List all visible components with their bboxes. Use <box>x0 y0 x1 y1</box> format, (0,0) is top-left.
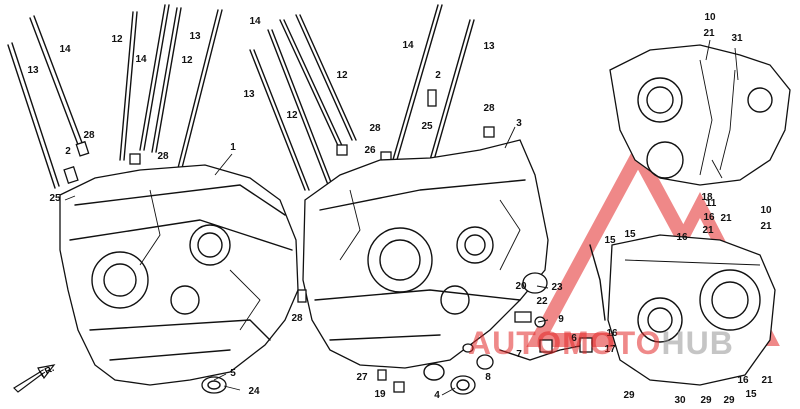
callout-20: 20 <box>515 281 527 292</box>
callout-21: 21 <box>720 213 732 224</box>
callout-11: 11 <box>705 198 717 209</box>
callout-5: 5 <box>230 368 236 379</box>
front-direction-arrow <box>13 364 56 393</box>
callout-19: 19 <box>374 389 386 400</box>
callout-14: 14 <box>402 40 414 51</box>
callout-15: 15 <box>604 235 616 246</box>
callout-8: 8 <box>485 372 491 383</box>
callout-9: 9 <box>558 314 564 325</box>
callout-13: 13 <box>243 89 255 100</box>
callout-16: 16 <box>676 232 688 243</box>
upper-cover <box>609 44 791 186</box>
callout-14: 14 <box>135 54 147 65</box>
callout-15: 15 <box>624 229 636 240</box>
callout-10: 10 <box>760 205 772 216</box>
leader-lines <box>64 39 739 396</box>
callout-2: 2 <box>65 146 71 157</box>
callout-25: 25 <box>421 121 433 132</box>
callout-27: 27 <box>356 372 368 383</box>
callout-2: 2 <box>435 70 441 81</box>
callout-13: 13 <box>189 31 201 42</box>
side-cover-gasket <box>607 234 776 386</box>
callout-13: 13 <box>483 41 495 52</box>
callout-30: 30 <box>674 395 686 406</box>
callout-25: 25 <box>49 193 61 204</box>
right-crankcase <box>302 139 549 369</box>
callout-12: 12 <box>181 55 193 66</box>
callout-21: 21 <box>760 221 772 232</box>
callout-28: 28 <box>83 130 95 141</box>
callout-29: 29 <box>723 395 735 406</box>
callout-6: 6 <box>571 333 577 344</box>
callout-28: 28 <box>157 151 169 162</box>
callout-15: 15 <box>745 389 757 400</box>
callout-16: 16 <box>703 212 715 223</box>
callout-18: 18 <box>701 192 713 203</box>
callout-16: 16 <box>737 375 749 386</box>
watermark-text: AUTOMOTOHUB <box>468 327 734 359</box>
callout-4: 4 <box>434 390 440 401</box>
small-parts <box>201 244 606 395</box>
callout-29: 29 <box>700 395 712 406</box>
callout-21: 21 <box>761 375 773 386</box>
callout-12: 12 <box>286 110 298 121</box>
callout-22: 22 <box>536 296 548 307</box>
callout-10: 10 <box>704 12 716 23</box>
callout-21: 21 <box>703 28 715 39</box>
callout-12: 12 <box>336 70 348 81</box>
callout-14: 14 <box>59 44 71 55</box>
left-crankcase <box>59 164 299 386</box>
callout-7: 7 <box>516 349 522 360</box>
callout-28: 28 <box>291 313 303 324</box>
callout-21: 21 <box>702 225 714 236</box>
callout-31: 31 <box>731 33 743 44</box>
callout-26: 26 <box>364 145 376 156</box>
stud-bolts-left <box>7 4 223 189</box>
callout-3: 3 <box>516 118 522 129</box>
callout-23: 23 <box>551 282 563 293</box>
callout-13: 13 <box>27 65 39 76</box>
callout-28: 28 <box>483 103 495 114</box>
watermark-text-red: AUTOMOTO <box>468 325 662 361</box>
callout-28: 28 <box>369 123 381 134</box>
callout-1: 1 <box>230 142 236 153</box>
callout-12: 12 <box>111 34 123 45</box>
callout-14: 14 <box>249 16 261 27</box>
stud-bolts-middle <box>249 4 495 191</box>
callout-29: 29 <box>623 390 635 401</box>
callout-24: 24 <box>248 386 260 397</box>
callout-17: 17 <box>604 344 616 355</box>
watermark-text-gray: HUB <box>661 325 734 361</box>
callout-16: 16 <box>606 328 618 339</box>
